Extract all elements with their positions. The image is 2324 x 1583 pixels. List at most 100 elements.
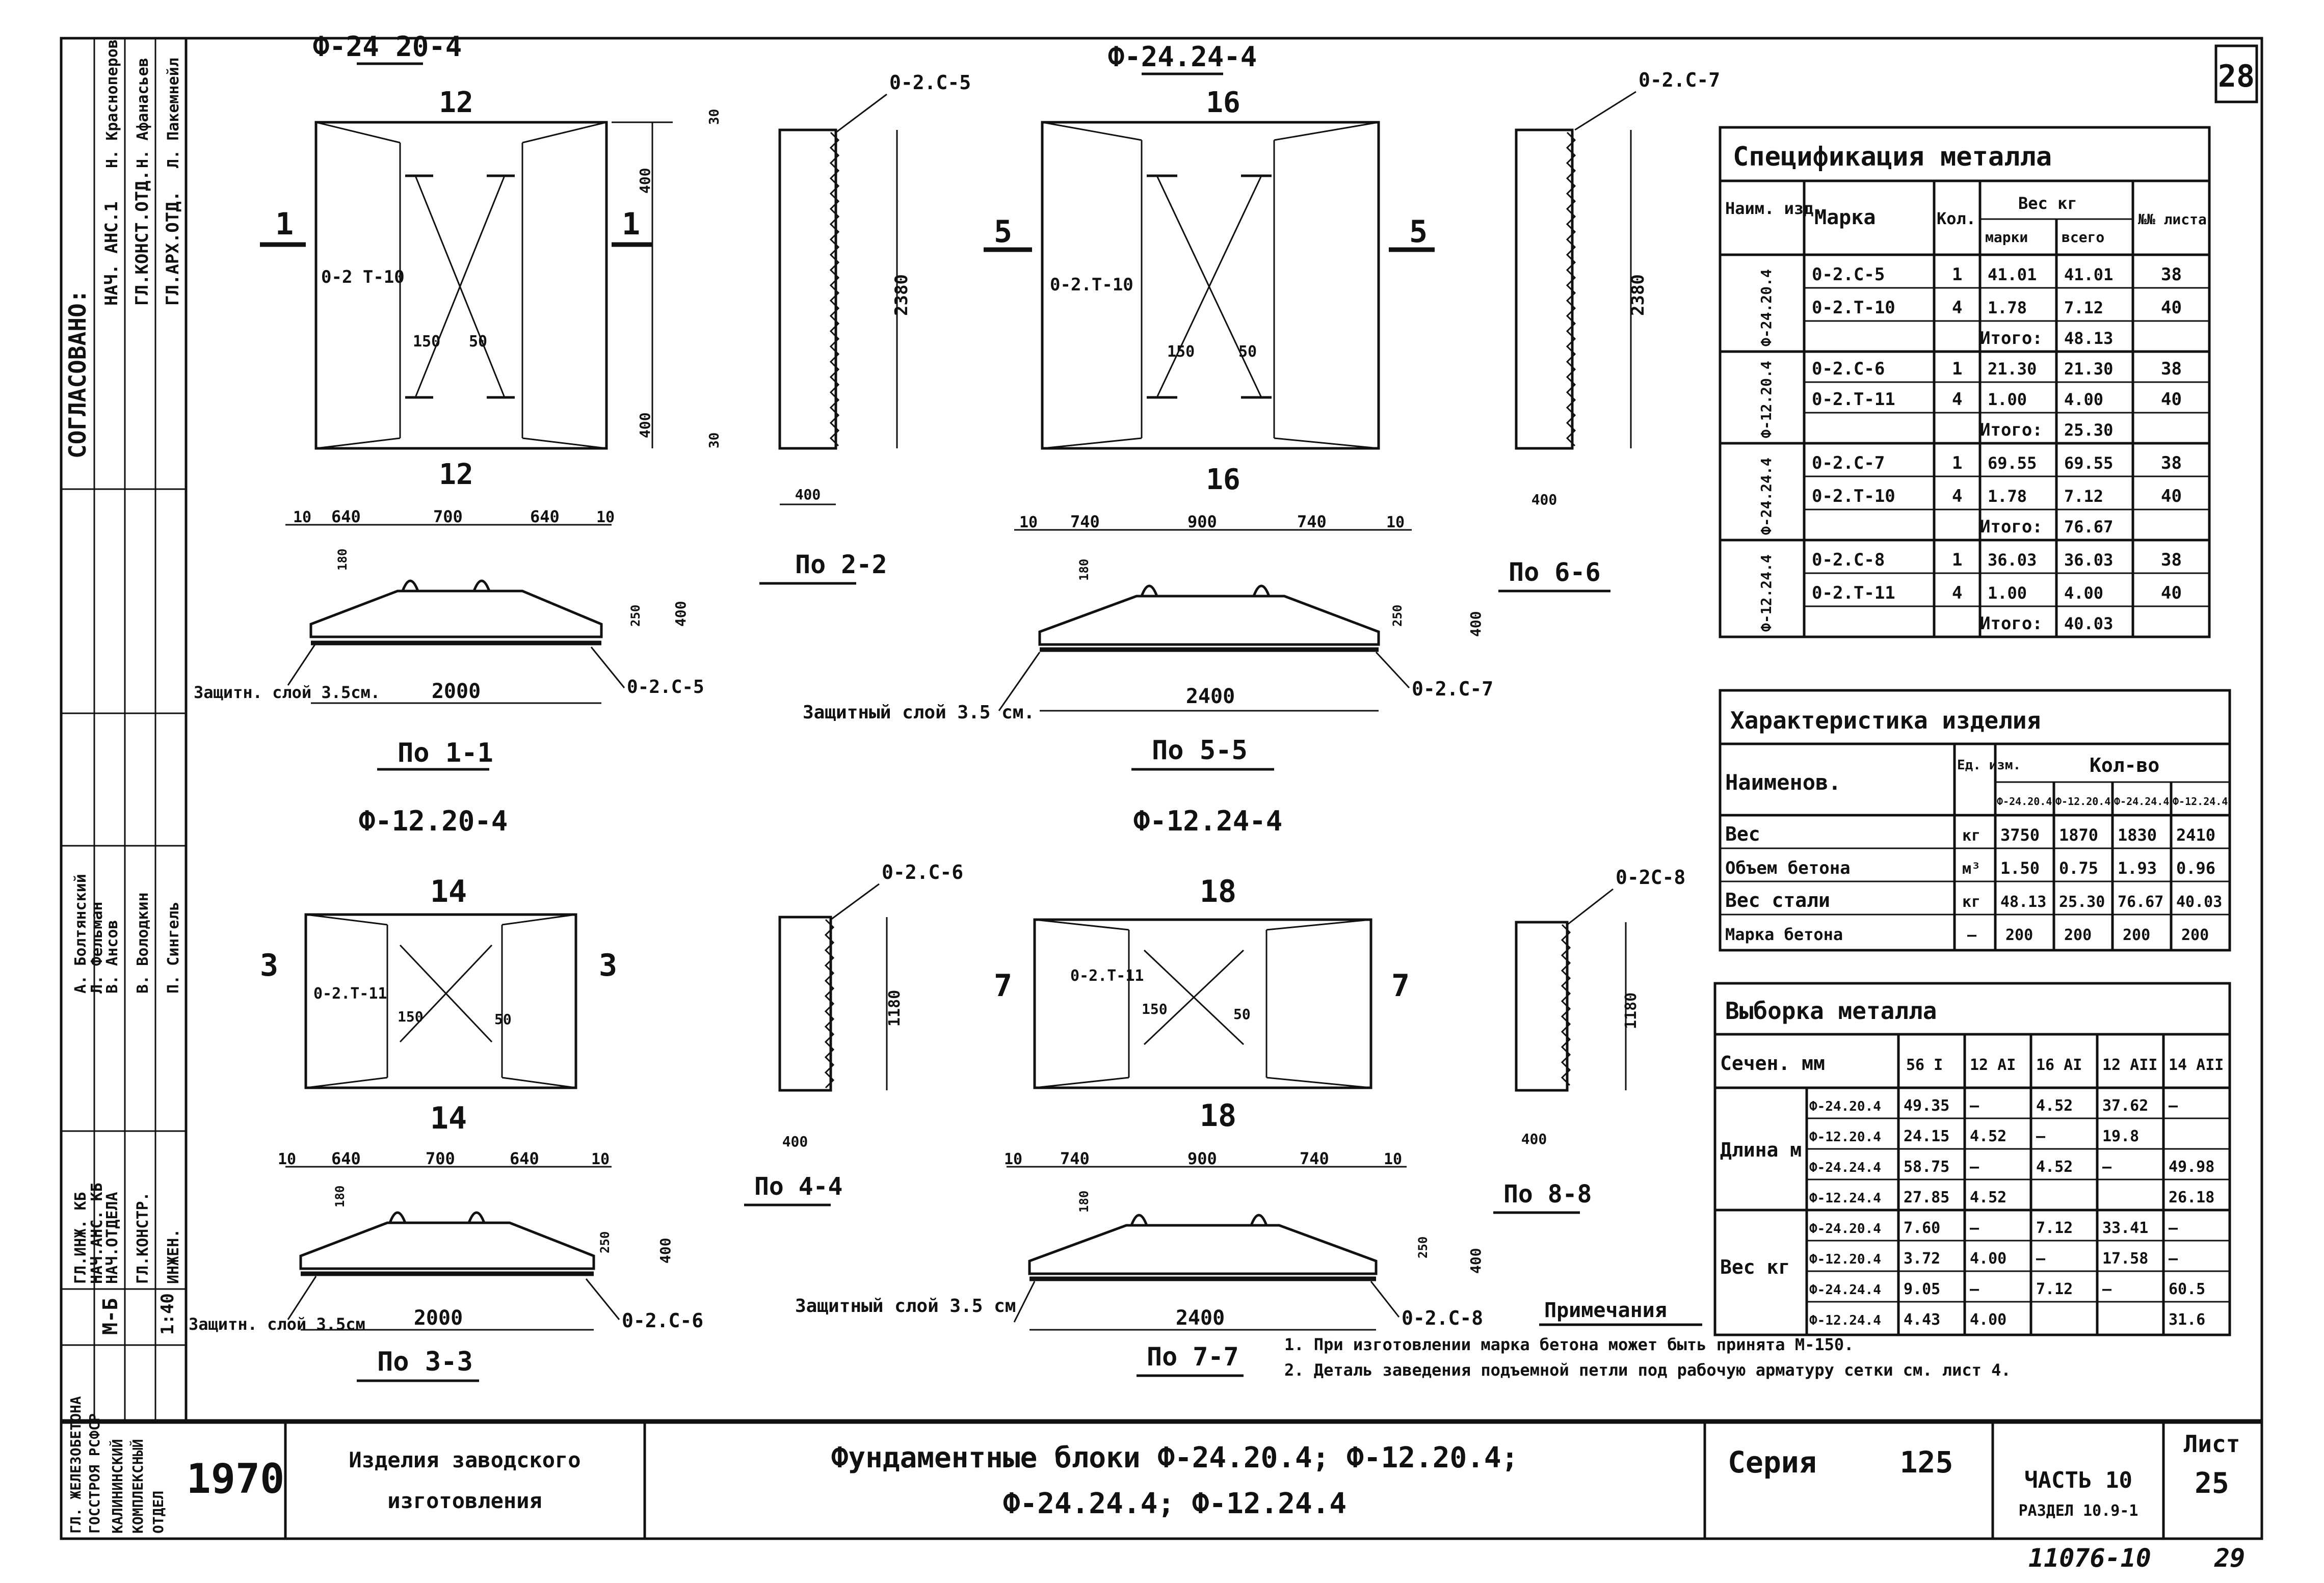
svg-text:0-2.С-8: 0-2.С-8 (1812, 550, 1885, 570)
svg-text:50: 50 (1238, 343, 1257, 361)
svg-text:2000: 2000 (432, 680, 481, 703)
svg-text:Ф-24.24.4: Ф-24.24.4 (1809, 1282, 1881, 1298)
stamp-number: 11076-10 (2028, 1543, 2151, 1573)
svg-text:Ф-12.24.4: Ф-12.24.4 (2173, 795, 2228, 808)
svg-text:200: 200 (2005, 926, 2033, 944)
svg-text:Лист: Лист (2184, 1430, 2240, 1458)
svg-text:—: — (1970, 1280, 1979, 1298)
svg-text:30: 30 (707, 109, 722, 125)
svg-text:4: 4 (1952, 389, 1962, 410)
svg-text:3: 3 (599, 948, 617, 983)
svg-text:Ф-12.20.4: Ф-12.20.4 (1809, 1252, 1881, 1267)
svg-text:Н. Красноперов: Н. Красноперов (103, 39, 121, 168)
svg-text:740: 740 (1300, 1149, 1329, 1168)
svg-text:1180: 1180 (1622, 992, 1640, 1029)
page-number: 29 (2214, 1543, 2245, 1573)
svg-text:38: 38 (2161, 453, 2182, 473)
svg-text:21.30: 21.30 (2064, 359, 2113, 379)
svg-text:2410: 2410 (2176, 825, 2215, 845)
svg-text:изготовления: изготовления (387, 1488, 542, 1513)
svg-text:—: — (1970, 1158, 1979, 1176)
svg-text:7: 7 (1391, 968, 1410, 1004)
svg-text:40: 40 (2161, 583, 2182, 603)
drawing-f12-24-4: Ф-12.24-4 18 0-2.Т-11 150 50 7 7 18 0-2С… (795, 805, 1685, 1377)
svg-text:60.5: 60.5 (2169, 1280, 2205, 1298)
svg-text:Ф-24.24.4: Ф-24.24.4 (1809, 1160, 1881, 1175)
svg-text:400: 400 (1467, 611, 1484, 637)
svg-text:640: 640 (331, 507, 361, 526)
view-label: По 8-8 (1503, 1180, 1592, 1209)
svg-text:49.35: 49.35 (1904, 1097, 1949, 1115)
svg-text:7.60: 7.60 (1904, 1219, 1940, 1237)
svg-text:250: 250 (598, 1231, 612, 1253)
svg-text:17.58: 17.58 (2102, 1250, 2148, 1268)
svg-text:25.30: 25.30 (2059, 893, 2105, 911)
sheet-frame (60, 37, 2263, 1540)
svg-text:400: 400 (795, 486, 821, 503)
svg-text:33.41: 33.41 (2102, 1219, 2148, 1237)
svg-text:1.50: 1.50 (2000, 858, 2040, 878)
svg-text:Защитн. слой 3.5см: Защитн. слой 3.5см (189, 1314, 365, 1334)
scale: 1:40 (157, 1293, 178, 1335)
svg-text:0.96: 0.96 (2176, 858, 2215, 878)
svg-text:4.52: 4.52 (1970, 1189, 2006, 1206)
svg-text:НАЧ. АНС.1: НАЧ. АНС.1 (101, 201, 122, 306)
svg-text:7.12: 7.12 (2064, 298, 2103, 317)
svg-text:12: 12 (439, 86, 473, 119)
svg-text:Ф-24.20.4: Ф-24.20.4 (1997, 795, 2052, 808)
svg-text:Ф-24.20.4: Ф-24.20.4 (1809, 1099, 1881, 1114)
svg-text:0-2.Т-11: 0-2.Т-11 (1070, 967, 1144, 985)
svg-text:700: 700 (433, 507, 463, 526)
svg-text:49.98: 49.98 (2169, 1158, 2214, 1176)
svg-text:кг: кг (1962, 893, 1980, 911)
svg-text:№№ листа: №№ листа (2138, 211, 2207, 228)
svg-text:40: 40 (2161, 389, 2182, 410)
svg-text:740: 740 (1070, 512, 1100, 531)
scale-label: М-Б (99, 1298, 122, 1335)
svg-text:0-2.С-6: 0-2.С-6 (882, 861, 963, 883)
svg-text:400: 400 (637, 168, 653, 194)
svg-text:0-2.С-5: 0-2.С-5 (1812, 264, 1885, 285)
svg-text:—: — (2169, 1219, 2178, 1237)
svg-text:27.85: 27.85 (1904, 1189, 1949, 1206)
svg-text:Кол.: Кол. (1937, 209, 1976, 228)
svg-text:180: 180 (1077, 1191, 1091, 1213)
svg-text:Наим. изд.: Наим. изд. (1725, 199, 1824, 218)
spec-table: Спецификация металла Наим. изд. Марка Ко… (1719, 126, 2211, 638)
svg-text:1: 1 (275, 206, 294, 242)
sheet-title-1: Фундаментные блоки Ф-24.20.4; Ф-12.20.4; (831, 1441, 1519, 1474)
svg-text:38: 38 (2161, 264, 2182, 285)
svg-text:30: 30 (707, 433, 722, 448)
svg-text:150: 150 (398, 1008, 424, 1025)
part: ЧАСТЬ 10 (2024, 1467, 2132, 1493)
svg-text:ГЛ.АРХ.ОТД.: ГЛ.АРХ.ОТД. (163, 191, 183, 306)
svg-text:2380: 2380 (1628, 274, 1648, 316)
svg-text:ГЛ.ИНЖ. КБ: ГЛ.ИНЖ. КБ (72, 1192, 90, 1284)
svg-text:50: 50 (494, 1011, 512, 1028)
svg-text:Ед. изм.: Ед. изм. (1957, 758, 2021, 773)
svg-text:Ф-12.24.4: Ф-12.24.4 (1809, 1191, 1881, 1206)
svg-text:9.05: 9.05 (1904, 1280, 1940, 1298)
svg-text:0-2С-8: 0-2С-8 (1616, 866, 1685, 889)
characteristics-table: Характеристика изделия Наименов. Ед. изм… (1719, 689, 2231, 952)
svg-text:—: — (2102, 1158, 2112, 1176)
svg-text:1: 1 (622, 206, 640, 242)
metal-selection-table: Выборка металла Сечен. мм 56 I 12 AI 16 … (1713, 982, 2231, 1336)
svg-text:200: 200 (2123, 926, 2150, 944)
svg-text:4.00: 4.00 (2064, 390, 2103, 409)
svg-text:19.8: 19.8 (2102, 1128, 2139, 1145)
svg-text:10: 10 (278, 1150, 296, 1168)
svg-text:38: 38 (2161, 359, 2182, 379)
view-label: По 6-6 (1509, 557, 1601, 587)
svg-text:56 I: 56 I (1906, 1056, 1943, 1074)
svg-text:400: 400 (1531, 491, 1557, 508)
svg-text:Кол-во: Кол-во (2090, 754, 2159, 776)
svg-text:3.72: 3.72 (1904, 1250, 1940, 1268)
svg-text:400: 400 (1467, 1248, 1484, 1274)
section-title: По 3-3 (377, 1347, 473, 1377)
svg-text:0-2.С-5: 0-2.С-5 (889, 71, 971, 94)
svg-text:40: 40 (2161, 298, 2182, 318)
svg-text:Ф-24.20.4: Ф-24.20.4 (1809, 1221, 1881, 1237)
svg-text:7: 7 (994, 968, 1012, 1004)
svg-text:1180: 1180 (886, 990, 904, 1027)
